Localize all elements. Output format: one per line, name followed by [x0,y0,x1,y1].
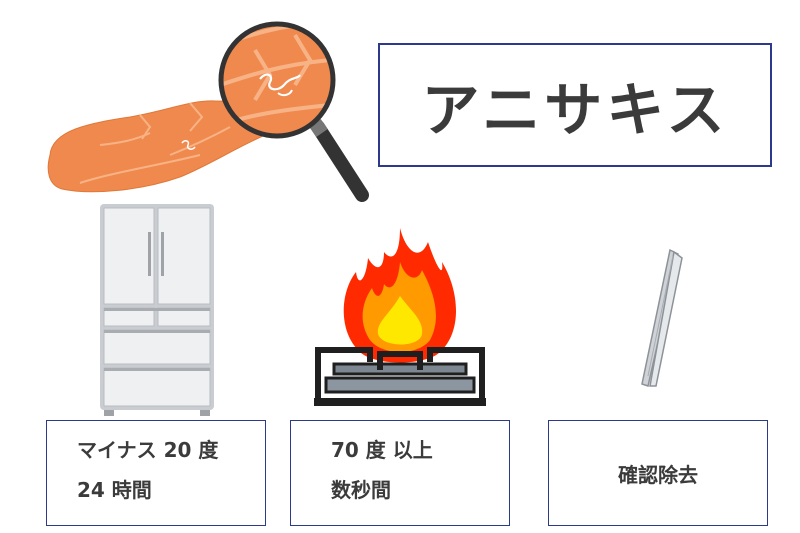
salmon-magnifier-icon [47,21,369,202]
tweezers-icon [641,248,683,387]
heat-temperature-label: 70 度 以上 [331,438,433,462]
gas-stove-flame-icon [314,228,486,406]
removal-method-box: 確認除去 [548,420,768,526]
refrigerator-icon [100,204,214,416]
title-box: アニサキス [378,43,772,167]
removal-label: 確認除去 [618,462,698,487]
freeze-duration-label: 24 時間 [77,478,152,502]
heat-method-box: 70 度 以上 数秒間 [290,420,510,526]
heat-duration-label: 数秒間 [331,478,391,502]
freeze-method-box: マイナス 20 度 24 時間 [46,420,266,526]
page-title: アニサキス [421,76,729,144]
freeze-temperature-label: マイナス 20 度 [77,438,219,462]
